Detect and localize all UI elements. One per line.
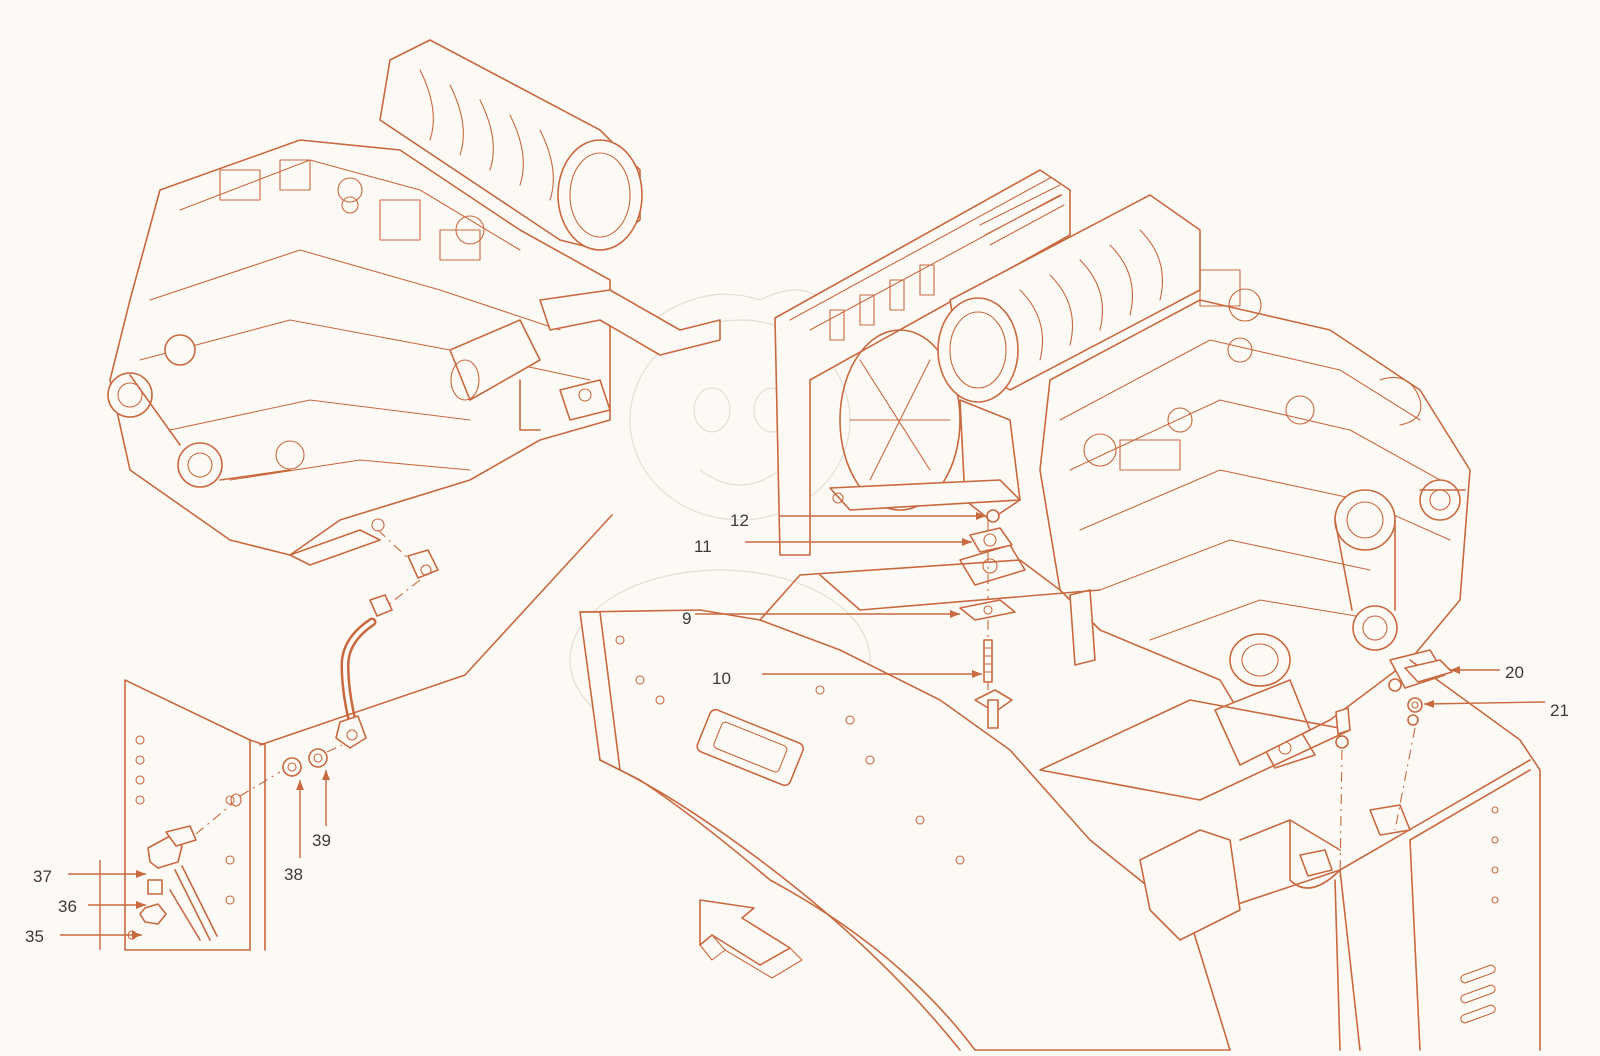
drain-hose-assembly: [259, 514, 613, 749]
callout-11: 11: [694, 537, 712, 556]
callout-10: 10: [712, 669, 731, 688]
callout-38: 38: [284, 865, 303, 884]
engine-installed-assembly: [579, 169, 1541, 1051]
callout-37: 37: [33, 867, 52, 886]
callout-labels: 12 11 9 10 20 21 37 36 35 38 39: [25, 511, 1569, 946]
drain-bracket-panel: [99, 679, 343, 951]
front-direction-arrow-icon: [699, 899, 803, 979]
engine-overview: [107, 39, 721, 566]
callout-39: 39: [312, 831, 331, 850]
callout-35: 35: [25, 927, 44, 946]
callout-36: 36: [58, 897, 77, 916]
callout-leaders: [60, 512, 1546, 939]
callout-21: 21: [1550, 701, 1569, 720]
callout-20: 20: [1505, 663, 1524, 682]
callout-9: 9: [682, 609, 691, 628]
callout-12: 12: [730, 511, 749, 530]
